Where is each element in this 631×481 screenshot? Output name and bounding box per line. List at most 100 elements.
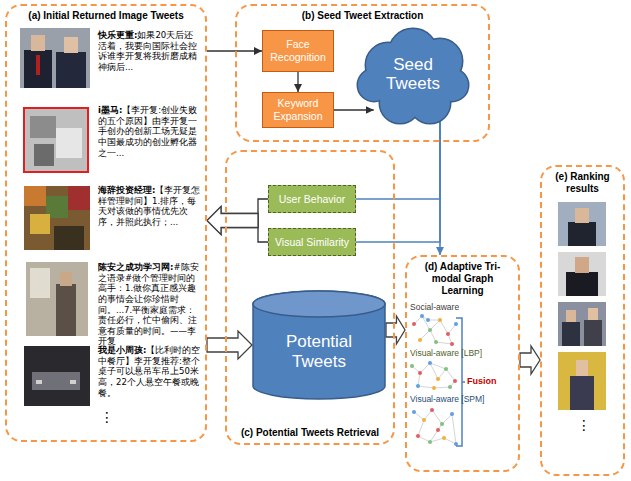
lbp-graph: [448, 385, 452, 389]
tweet-photo: [56, 128, 82, 158]
ranked-photo: [588, 308, 598, 320]
connector: [207, 207, 268, 243]
tweet-photo: [56, 52, 86, 88]
social-graph: [412, 322, 416, 326]
tweet-photo: [24, 108, 88, 172]
lbp-graph: [418, 371, 422, 375]
tweet-text: 海辞投资经理:【李开复怎样管理时间】1.排序，每天对该做的事情优先次序，并照此执…: [98, 185, 202, 228]
stage-panel: (c) Potential Tweets RetrievalUser Behav…: [225, 150, 395, 445]
tweet-user: 海辞投资经理:: [98, 185, 155, 195]
label-text: Visual-aware [LBP]: [410, 348, 482, 358]
spm-graph: [416, 434, 420, 438]
lbp-graph: [412, 363, 455, 388]
social-graph: [454, 322, 458, 326]
label-text: ⋮: [577, 417, 591, 433]
spm-graph: [430, 408, 434, 412]
tweet-user: 我是小周孩:: [98, 345, 146, 355]
spm-graph: [442, 436, 446, 440]
tweet-photo: [31, 35, 45, 51]
spm-graph: [422, 418, 426, 422]
tweet-text: 我是小周孩:【比利时的空中餐厅】李开复推荐:整个桌子可以悬吊车吊上50米高，22…: [98, 345, 202, 398]
tweet-photo: [36, 55, 40, 75]
cue-box: Visual Similarity: [268, 228, 356, 256]
process-box: Face Recognition: [262, 30, 334, 72]
tweet-photo: [34, 144, 54, 166]
tweet-photo: [54, 226, 84, 250]
node-label: Keyword Expansion: [266, 97, 330, 122]
stage-panel: (d) Adaptive Tri-modal Graph Learning: [405, 255, 520, 472]
tweet-text: 快乐更重:如果20天后还活着，我要向国际社会控诉谁李开复将我折磨成精神病后...: [98, 30, 202, 73]
lbp-graph: [410, 364, 414, 368]
connector-line: [356, 113, 440, 242]
connector: [207, 331, 252, 359]
tweet-text: 陈安之成功学习网:#陈安之语录#做个管理时间的高手：1.做你真正感兴趣的事情会让…: [98, 262, 202, 347]
tweet-photo: [26, 262, 88, 336]
ranked-photo: [558, 302, 606, 346]
block-arrow: [207, 207, 258, 235]
connector-line: [258, 199, 268, 221]
social-graph: [434, 340, 438, 344]
spm-graph: [428, 440, 432, 444]
tweet-photo: [24, 346, 90, 406]
tweet-photo: [56, 284, 76, 336]
tweet-photo: [70, 380, 76, 384]
tweet-photo: [30, 116, 56, 138]
ranked-photo: [562, 322, 580, 346]
connector: [334, 110, 374, 111]
spm-graph: [436, 428, 440, 432]
ranked-photo: [566, 272, 598, 296]
connector-line: [258, 221, 268, 243]
ranked-photo: [568, 222, 596, 246]
tweet-photo: [32, 372, 80, 390]
annotation: ⋮: [577, 418, 597, 432]
annotation: Fusion: [467, 376, 517, 386]
tweet-user: 快乐更重:: [98, 30, 137, 40]
label-text: Visual-aware [SPM]: [410, 394, 484, 404]
ranked-photo: [558, 352, 606, 410]
lbp-graph: [428, 361, 432, 365]
connector-line: [334, 109, 374, 110]
lbp-graph: [453, 379, 457, 383]
social-graph: [446, 332, 450, 336]
tweet-photo: [36, 380, 42, 384]
lbp-graph: [432, 386, 436, 390]
tweet-photo: [64, 37, 78, 53]
social-graph: [426, 318, 430, 322]
tweet-photo: [20, 28, 90, 88]
tweet-text: i墨马:【李开复:创业失败的五个原因】由李开复一手创办的创新工场无疑是中国最成功…: [98, 105, 202, 158]
social-graph: [418, 338, 422, 342]
process-box: Keyword Expansion: [262, 92, 334, 128]
connector-line: [297, 72, 298, 92]
tweet-user: i墨马:: [98, 105, 122, 115]
cue-box: User Behavior: [268, 185, 356, 213]
block-arrow: [386, 316, 405, 344]
tweet-photo: [24, 186, 90, 250]
connector: [386, 316, 405, 344]
node-label: Face Recognition: [266, 38, 330, 63]
tweet-photo: [24, 186, 46, 206]
connector: [520, 346, 540, 374]
tweet-photo: [24, 346, 90, 406]
panel-heading: (b) Seed Tweet Extraction: [237, 6, 488, 26]
ranked-photo: [576, 360, 588, 376]
ranked-photo: [570, 376, 594, 410]
connector: [356, 113, 440, 242]
spm-graph: [412, 410, 416, 414]
node-label: Seed Tweets: [377, 56, 449, 93]
node-label: User Behavior: [279, 193, 346, 206]
spm-graph: [412, 408, 458, 446]
label-text: Social-aware: [410, 302, 459, 312]
lbp-graph: [444, 367, 448, 371]
ranked-photo: [575, 257, 589, 273]
spm-graph: [414, 410, 456, 444]
block-arrow: [520, 346, 540, 374]
ranked-photo: [558, 252, 606, 296]
ranked-photo: [558, 302, 606, 346]
tweet-body: #陈安之语录#做个管理时间的高手：1.做你真正感兴趣的事情会让你珍惜时间。...…: [98, 262, 199, 346]
social-graph: [420, 314, 424, 318]
tweet-photo: [60, 272, 72, 286]
label-text: ⋮: [100, 409, 114, 425]
panel-heading: (d) Adaptive Tri-modal Graph Learning: [407, 257, 518, 301]
ranked-photo: [575, 208, 589, 223]
seed-cloud: Seed Tweets: [358, 25, 468, 125]
